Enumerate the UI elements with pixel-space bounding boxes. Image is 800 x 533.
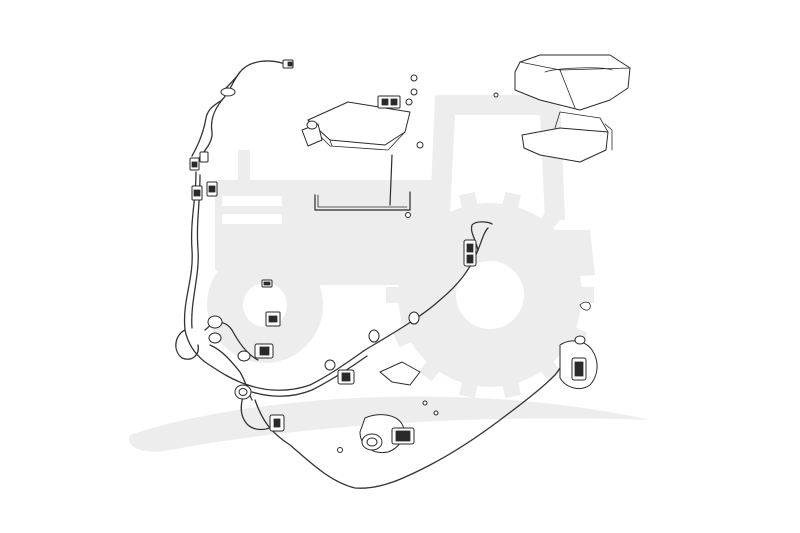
control-housing — [514, 54, 631, 163]
harness-top-left — [189, 59, 294, 171]
watermark-cog — [459, 379, 479, 399]
watermark-cab — [430, 95, 565, 220]
housing-bracket — [521, 127, 609, 163]
watermark-cog — [418, 208, 442, 232]
watermark-cog — [578, 287, 594, 303]
watermark-exhaust — [238, 150, 250, 184]
watermark-cog — [565, 242, 588, 265]
watermark-cog — [392, 242, 415, 265]
watermark-cog — [501, 191, 521, 211]
watermark-cog — [386, 287, 402, 303]
watermark-cog — [459, 191, 479, 211]
mounting-plate-assembly — [301, 74, 499, 218]
watermark-cog — [501, 379, 521, 399]
watermark-cog — [418, 358, 442, 382]
shield-plate — [379, 361, 421, 386]
harness-connectors — [191, 181, 598, 454]
tractor-watermark-icon — [129, 95, 650, 452]
watermark-cog — [392, 325, 415, 348]
watermark-cog — [538, 208, 562, 232]
watermark-cog — [538, 358, 562, 382]
